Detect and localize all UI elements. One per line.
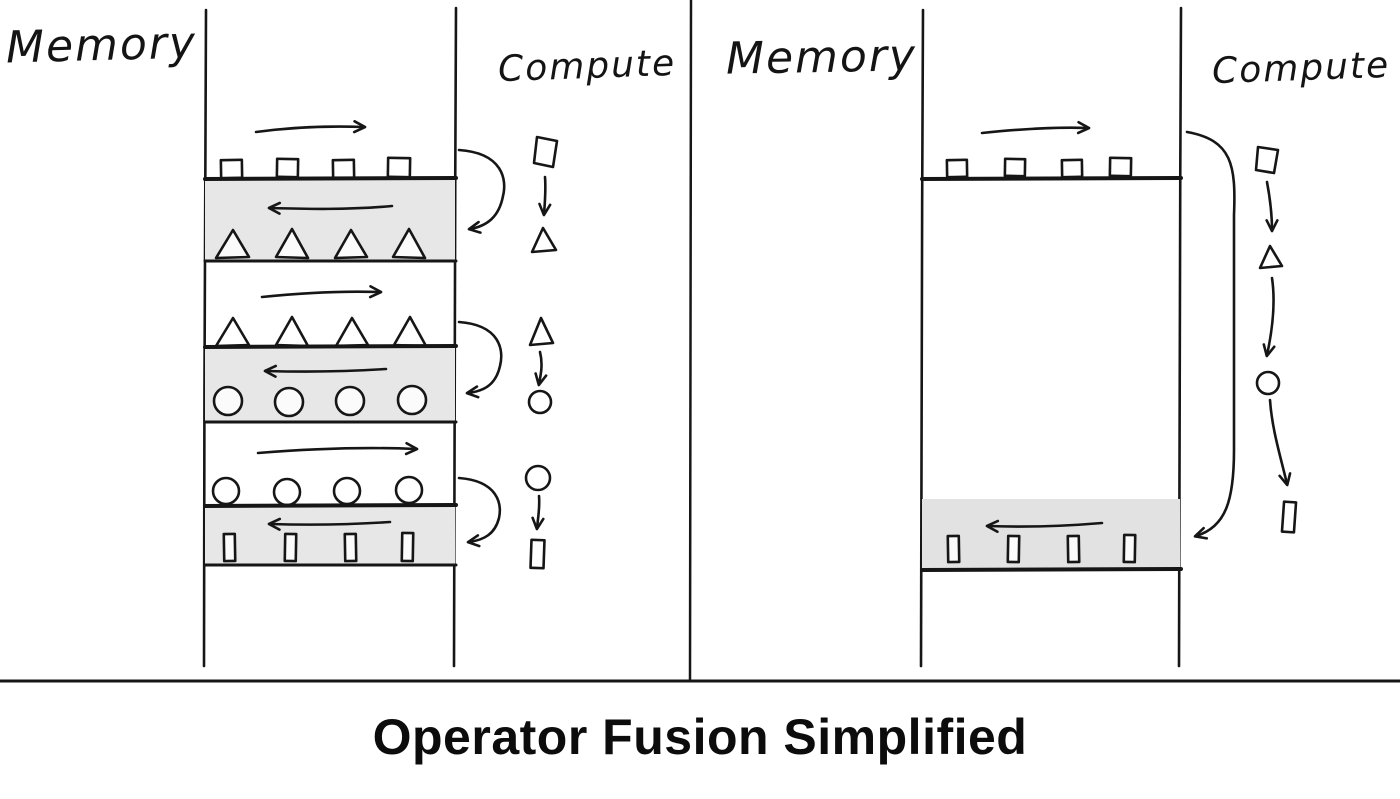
memory-lane-line-left-a <box>202 8 208 668</box>
circle-token <box>332 476 362 506</box>
band-right-bottom-line <box>920 567 1183 572</box>
left-arrow-row3 <box>267 517 392 531</box>
bar-token-row-3 <box>222 531 415 563</box>
memory-label-right: Memory <box>725 30 918 85</box>
compute-op-triangle <box>528 316 555 347</box>
square-token <box>219 158 244 180</box>
bar-token <box>1006 534 1021 564</box>
memory-lane-line-left-b <box>452 6 458 668</box>
loopback-bracket-1 <box>457 148 506 234</box>
triangle-token-row-2 <box>214 315 428 348</box>
triangle-token <box>214 316 251 348</box>
circle-token <box>394 475 424 505</box>
square-token <box>386 156 412 179</box>
panel-right <box>919 6 1298 668</box>
compute-op-square <box>1254 145 1280 175</box>
compute-down-arrow <box>1265 180 1279 233</box>
compute-op-bar <box>1280 500 1298 534</box>
compute-down-arrow <box>538 175 552 217</box>
band-right <box>922 499 1180 569</box>
circle-token <box>272 477 302 507</box>
fused-bracket <box>1185 130 1236 540</box>
bar-token <box>283 532 298 563</box>
memory-lane-line-right-b <box>1177 6 1183 668</box>
triangle-token <box>334 316 370 348</box>
fused-compute-chain <box>1254 145 1298 534</box>
bar-token <box>946 534 961 564</box>
triangle-token <box>214 228 251 260</box>
bar-token <box>1122 533 1137 564</box>
compute-label-right: Compute <box>1211 44 1391 93</box>
band-row2-top-line <box>203 344 458 349</box>
bar-token <box>222 532 237 563</box>
compute-op-square <box>532 135 559 169</box>
bar-token <box>343 532 358 563</box>
right-arrow-top <box>980 120 1091 135</box>
left-arrow-row2 <box>263 364 388 378</box>
square-token <box>1060 158 1084 179</box>
compute-label-left: Compute <box>497 42 677 91</box>
square-token <box>331 158 356 180</box>
compute-op-chain-2 <box>527 316 555 415</box>
square-token-row-1 <box>219 156 412 180</box>
square-token <box>275 157 300 179</box>
square-token <box>1003 157 1027 178</box>
compute-op-bar <box>529 538 546 570</box>
circle-token-row-2 <box>212 384 428 418</box>
compute-op-circle <box>1255 370 1281 396</box>
compute-op-circle <box>527 389 553 415</box>
square-token <box>945 158 969 179</box>
right-arrow-row1 <box>254 120 367 134</box>
loopback-bracket-2 <box>457 320 503 399</box>
left-arrow-row1 <box>267 201 394 215</box>
top-line-right <box>920 176 1183 181</box>
square-token-row-right <box>945 156 1133 179</box>
compute-down-arrow <box>534 350 548 387</box>
circle-token <box>211 476 241 506</box>
memory-lane-line-right-a <box>919 8 925 668</box>
panel-divider <box>688 0 693 682</box>
compute-op-chain-1 <box>530 135 559 254</box>
circle-token-row-3 <box>211 475 424 507</box>
triangle-token <box>333 228 369 260</box>
band-row1-top-line <box>203 176 458 181</box>
compute-op-triangle <box>1258 244 1284 270</box>
band-row3-top-line <box>203 503 458 508</box>
triangle-token <box>391 227 427 260</box>
triangle-token <box>274 227 310 260</box>
memory-label-left: Memory <box>5 17 198 74</box>
panel-left <box>202 6 559 668</box>
right-arrow-row2 <box>260 285 383 299</box>
diagram-title: Operator Fusion Simplified <box>372 709 1028 765</box>
triangle-token <box>274 315 310 348</box>
band-row3 <box>205 506 455 566</box>
compute-op-circle <box>524 464 552 492</box>
bar-token <box>400 531 415 563</box>
circle-token <box>396 384 428 416</box>
compute-down-arrow <box>1262 276 1276 358</box>
triangle-token-row-1 <box>214 227 427 260</box>
circle-token <box>273 386 305 418</box>
circle-token <box>334 385 366 417</box>
triangle-token <box>392 315 428 348</box>
circle-token <box>212 385 244 417</box>
right-arrow-row3 <box>256 441 419 456</box>
compute-down-arrow <box>1268 398 1292 487</box>
compute-op-chain-3 <box>524 464 552 570</box>
bar-token <box>1066 534 1081 564</box>
left-arrow-bottom-right <box>985 519 1104 533</box>
compute-down-arrow <box>531 494 545 531</box>
compute-op-triangle <box>530 226 558 254</box>
square-token <box>1108 156 1133 178</box>
bar-token-row-right <box>946 533 1137 564</box>
loopback-bracket-3 <box>457 476 502 548</box>
